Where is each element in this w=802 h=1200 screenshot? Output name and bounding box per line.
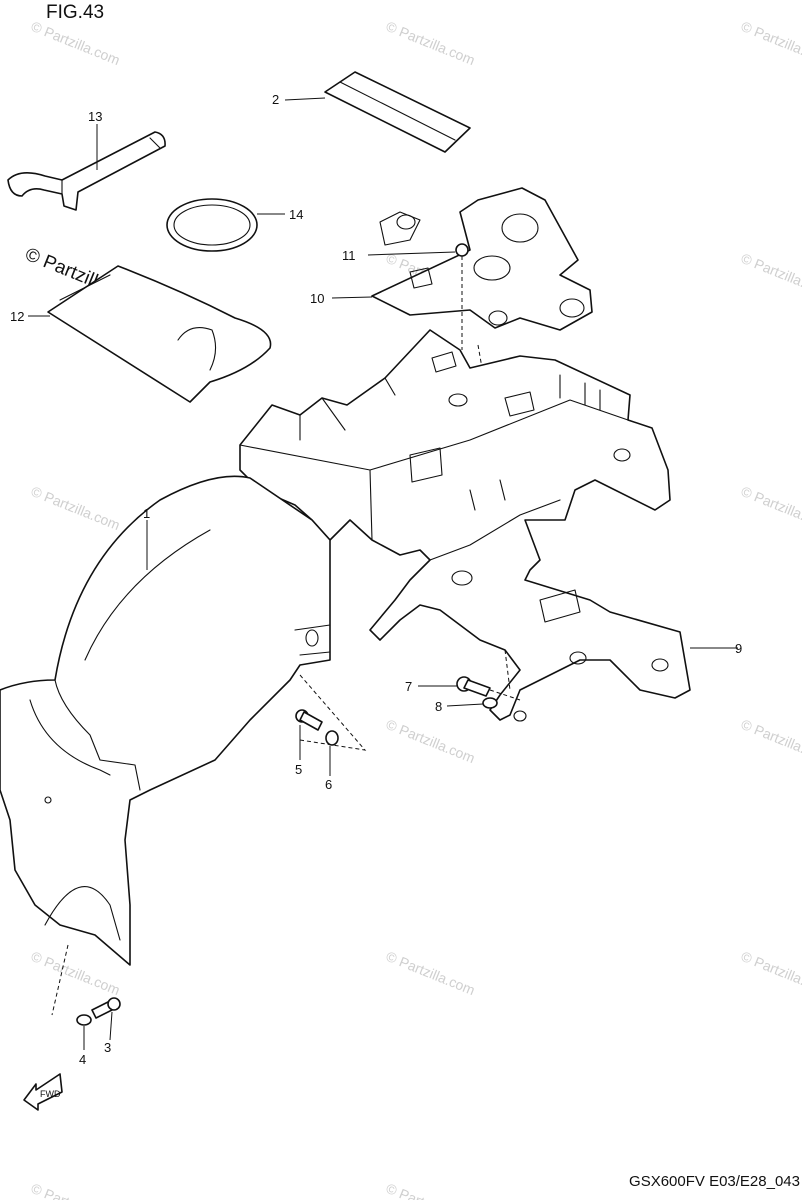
figure-code: GSX600FV E03/E28_043 [629, 1173, 800, 1190]
watermark-tile: © Partzilla.com [384, 948, 477, 998]
callout-6: 6 [325, 777, 332, 792]
watermark-tile: © Partzilla.com [29, 1180, 122, 1200]
figure-title: FIG.43 [46, 2, 105, 23]
part-8-nut [482, 697, 498, 709]
callout-12: 12 [10, 309, 24, 324]
callout-10: 10 [310, 291, 324, 306]
watermark-tile: © Partzilla.com [739, 948, 802, 998]
part-14-ring [166, 198, 258, 252]
part-9-rear-frame [239, 329, 691, 722]
part-6-washer [325, 730, 339, 746]
part-7-bolt [456, 676, 491, 697]
callouts: 1 2 3 4 5 6 7 8 9 10 11 12 13 14 [10, 92, 742, 1067]
callout-14: 14 [289, 207, 303, 222]
part-5-bolt [295, 709, 323, 731]
part-10-bracket [371, 187, 593, 331]
watermark-tile: © Partzilla.com [384, 18, 477, 68]
part-13-spanner-tool [7, 131, 166, 211]
watermark-tile: © Partzilla.com [29, 18, 122, 68]
watermark-tile: © Partzilla.com [739, 18, 802, 68]
callout-1: 1 [143, 506, 150, 521]
callout-4: 4 [79, 1052, 86, 1067]
callout-9: 9 [735, 641, 742, 656]
leader-lines [28, 97, 738, 1050]
part-2-sheet [324, 71, 471, 153]
callout-8: 8 [435, 699, 442, 714]
watermark-tile: © Partzilla.com [384, 1180, 477, 1200]
part-4-washer [76, 1014, 92, 1026]
fwd-arrow-label: FWD [40, 1089, 61, 1099]
watermark-tile: © Partzilla.com [739, 250, 802, 300]
part-3-bolt [91, 997, 121, 1019]
watermark-tile: © Partzilla.com [739, 483, 802, 533]
watermark-tile: © Partzilla.com [384, 716, 477, 766]
callout-5: 5 [295, 762, 302, 777]
watermark-tile: © Partzilla.com [29, 948, 122, 998]
callout-13: 13 [88, 109, 102, 124]
fwd-arrow[interactable]: FWD [23, 1073, 63, 1111]
callout-7: 7 [405, 679, 412, 694]
callout-2: 2 [272, 92, 279, 107]
watermark-tile: © Partzilla.com [29, 483, 122, 533]
part-1-rear-fender [0, 475, 331, 966]
callout-3: 3 [104, 1040, 111, 1055]
alignment-lines [51, 649, 521, 1016]
callout-11: 11 [342, 248, 356, 263]
part-11-screw [455, 243, 493, 426]
part-12-tool-bag [47, 265, 272, 403]
watermark-tile: © Partzilla.com [739, 716, 802, 766]
